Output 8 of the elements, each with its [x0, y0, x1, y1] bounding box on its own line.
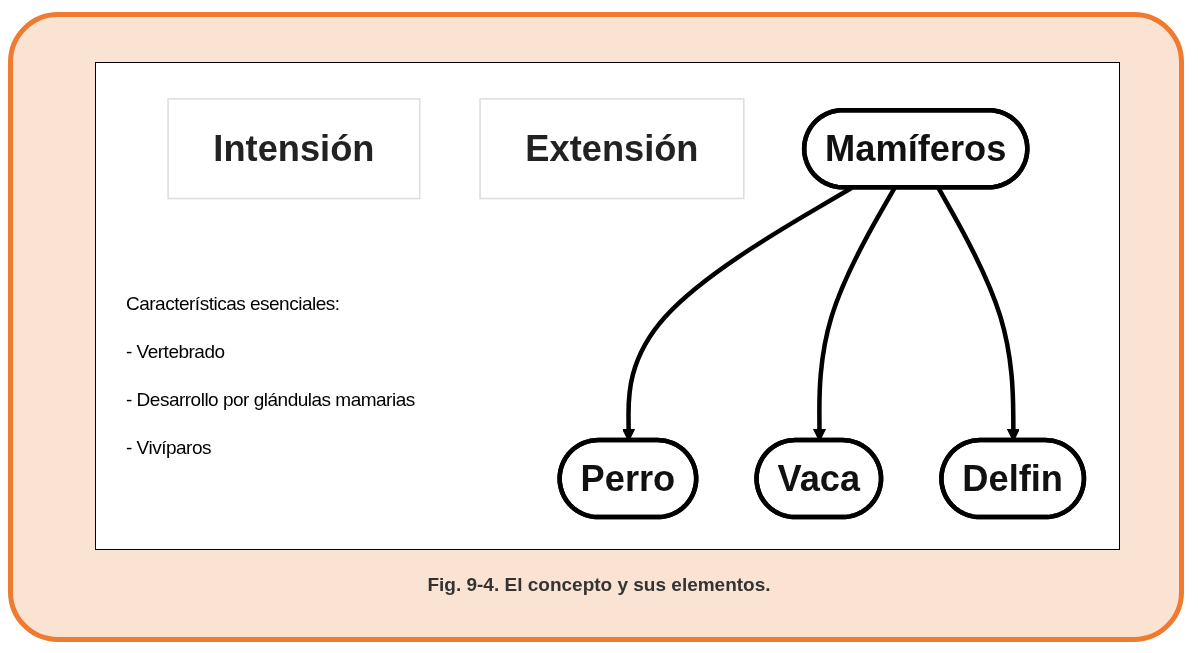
figure-panel: Características esenciales: - Vertebrado - Desarrollo por glándulas mamarias - Vivíparos Intensión Extensión Mamíferos Perro Vaca Delfin	[95, 62, 1120, 550]
note-text: Características esenciales:	[126, 293, 341, 315]
figure-caption: Fig. 9-4. El concepto y sus elementos.	[426, 574, 772, 596]
note-text: - Vertebrado	[126, 341, 226, 363]
node-box	[479, 98, 745, 200]
note-text: - Desarrollo por glándulas mamarias	[126, 389, 416, 411]
node-box	[167, 98, 421, 200]
note-text: - Vivíparos	[126, 437, 212, 459]
